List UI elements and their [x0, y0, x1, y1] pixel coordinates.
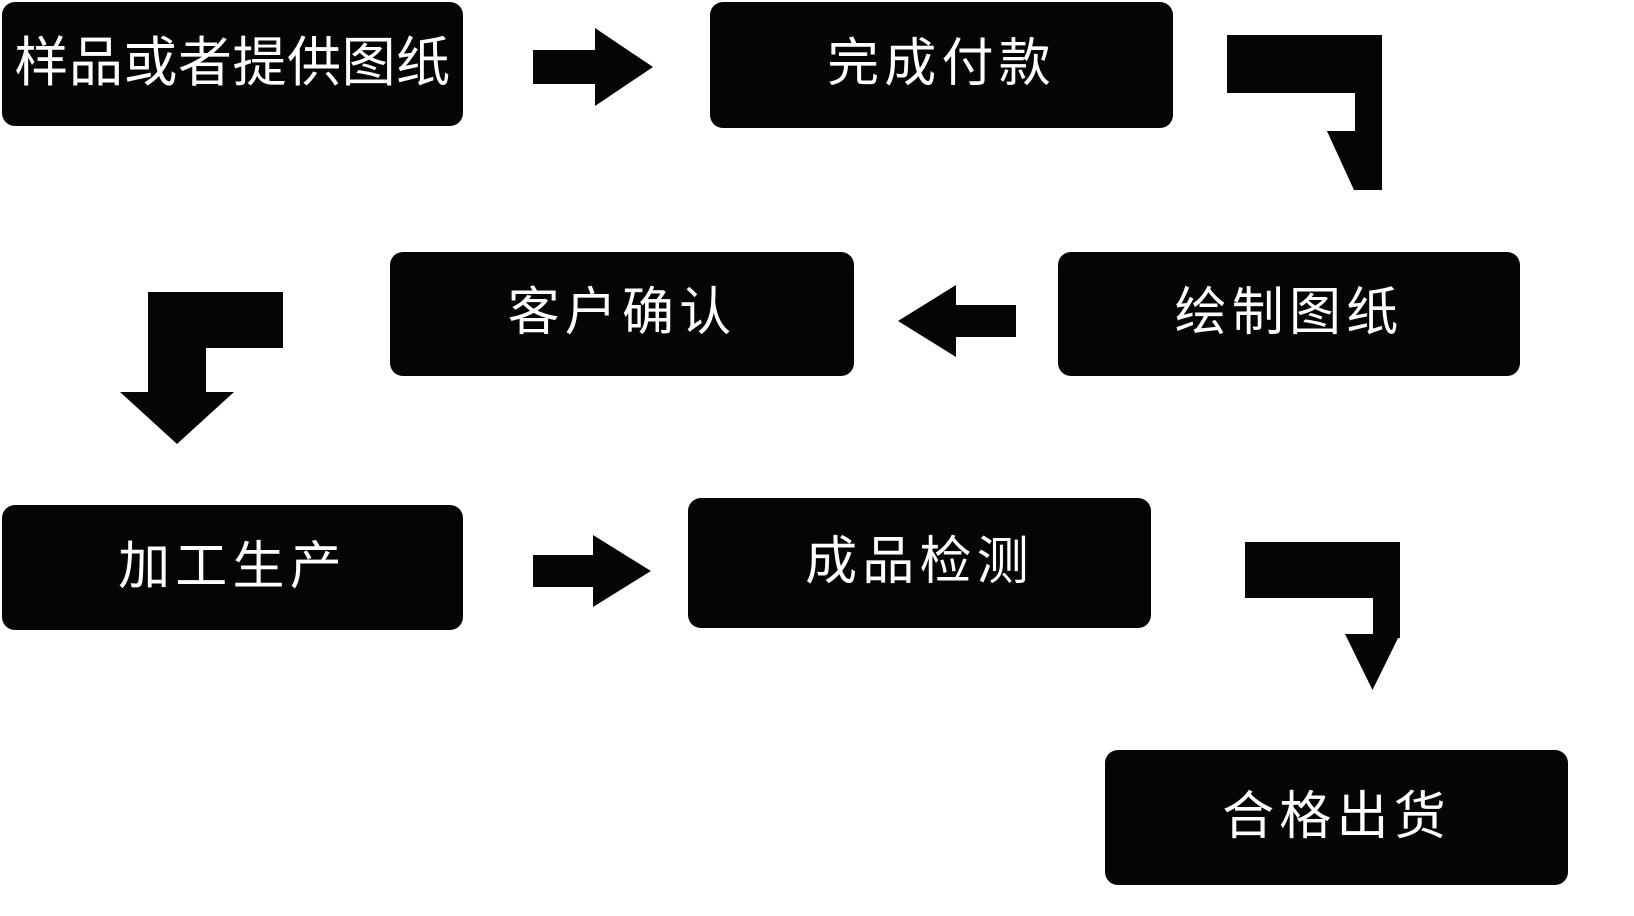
arrow-left-drawing-to-confirm	[898, 285, 1016, 357]
node-label: 合格出货	[1222, 787, 1451, 846]
arrow-elbow-path	[1245, 542, 1400, 638]
arrow-elbow-vertical	[148, 292, 206, 400]
node-qualified-shipment[interactable]: 合格出货	[1105, 750, 1568, 885]
arrow-down-head-icon	[1327, 131, 1382, 190]
node-label: 完成付款	[827, 35, 1056, 94]
node-label: 样品或者提供图纸	[14, 33, 451, 94]
arrow-elbow-inspection-to-shipment	[1245, 542, 1400, 690]
arrow-down-head-icon	[120, 392, 234, 444]
arrow-elbow-path	[1227, 35, 1382, 135]
node-customer-confirm[interactable]: 客户确认	[390, 252, 854, 376]
arrow-right-production-to-inspection	[533, 535, 651, 607]
node-make-drawing[interactable]: 绘制图纸	[1058, 252, 1520, 376]
node-label: 加工生产	[118, 537, 347, 596]
arrow-down-head-icon	[1345, 634, 1400, 690]
node-sample-or-drawing[interactable]: 样品或者提供图纸	[2, 2, 463, 126]
arrow-elbow-payment-to-drawing	[1227, 35, 1382, 190]
node-label: 绘制图纸	[1174, 284, 1404, 343]
node-processing-production[interactable]: 加工生产	[2, 505, 463, 630]
arrow-elbow-confirm-to-production	[120, 292, 283, 444]
arrow-right-icon	[533, 535, 651, 607]
arrow-right-sample-to-payment	[533, 28, 653, 106]
arrow-left-icon	[898, 285, 1016, 357]
node-complete-payment[interactable]: 完成付款	[710, 2, 1173, 128]
node-product-inspection[interactable]: 成品检测	[688, 498, 1151, 628]
node-label: 成品检测	[805, 533, 1034, 592]
arrow-right-icon	[533, 28, 653, 106]
node-label: 客户确认	[507, 284, 737, 343]
